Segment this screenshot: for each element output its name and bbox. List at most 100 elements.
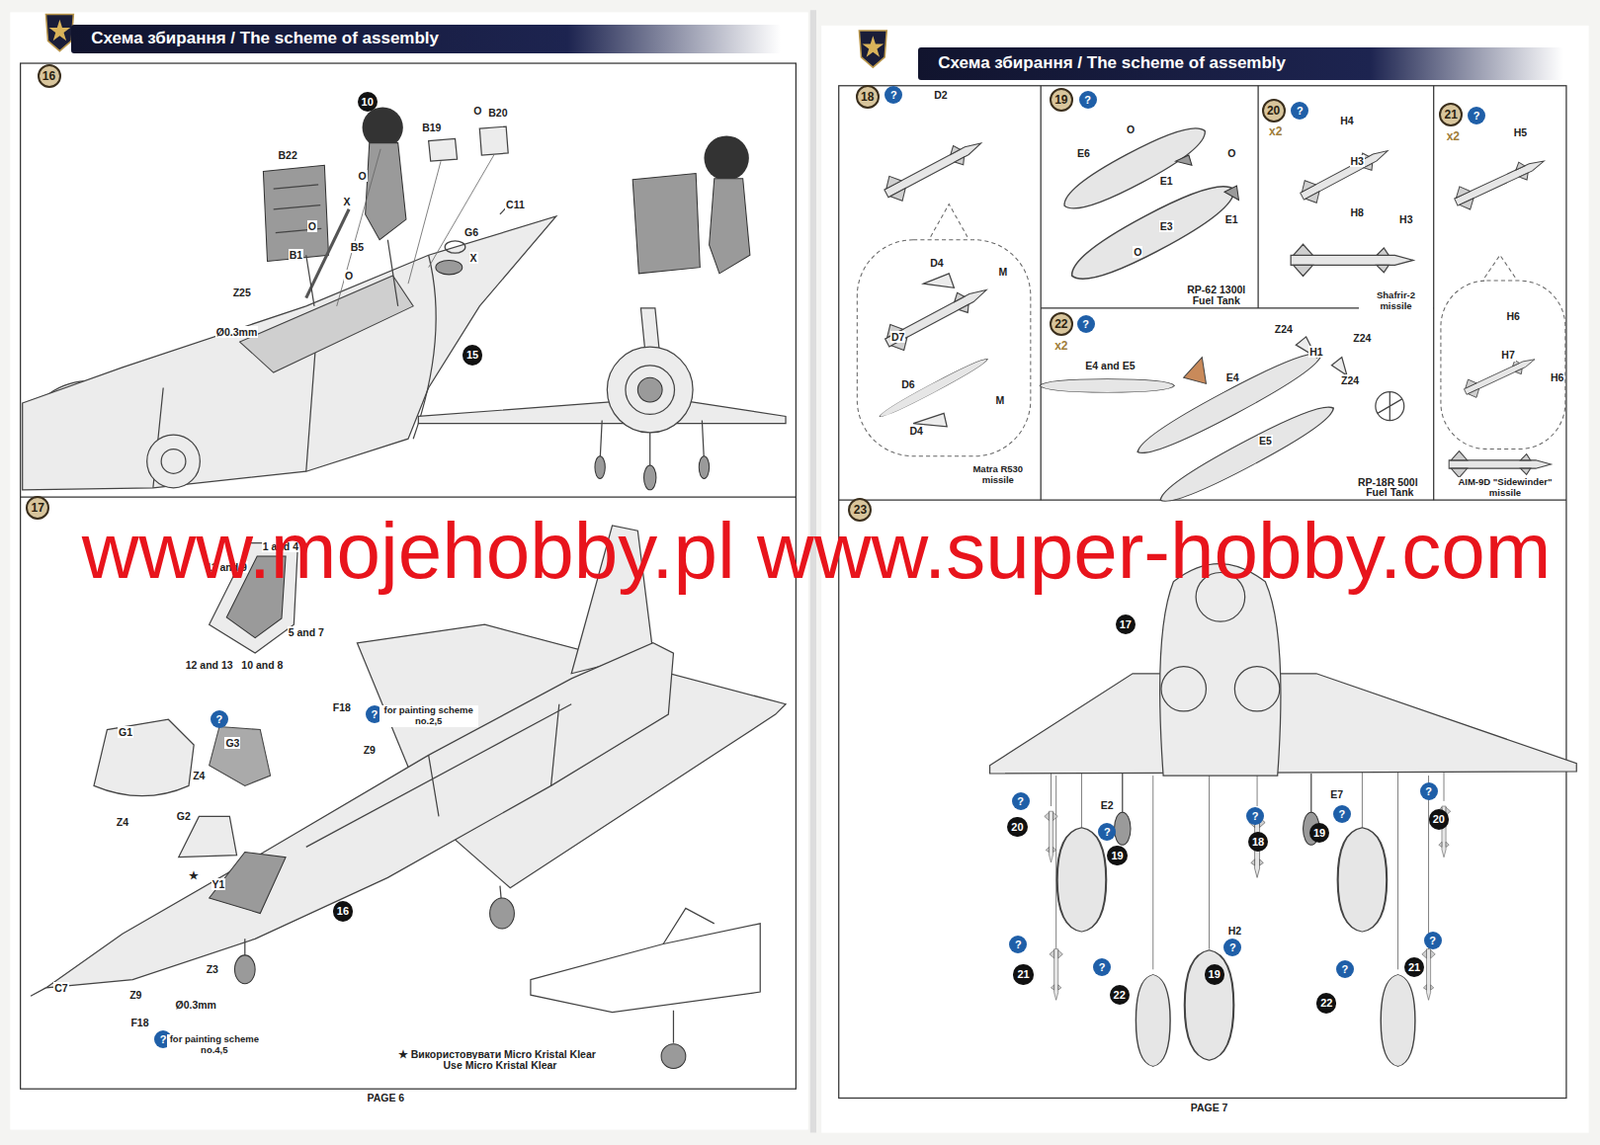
- stores-detail: [879, 131, 988, 207]
- part-label: O: [356, 169, 367, 182]
- part-label: F18: [129, 1016, 150, 1029]
- part-label: E5: [1258, 434, 1273, 447]
- page-header: Схема збирання / The scheme of assembly: [71, 24, 781, 54]
- callout-number: 22: [1109, 985, 1130, 1006]
- aircraft-side: [661, 1044, 686, 1070]
- quantity-mark: x2: [1445, 130, 1461, 145]
- part-label: E4: [1225, 371, 1241, 384]
- stores-detail: [1377, 392, 1403, 422]
- front-view: [418, 308, 786, 491]
- part-label: ★: [187, 869, 200, 882]
- cockpit-section: [444, 241, 466, 253]
- callout-number-text: 21: [1408, 961, 1421, 974]
- aircraft-front-stores: [990, 564, 1578, 1068]
- part-label: PAGE 7: [1189, 1101, 1230, 1114]
- step-number: 19: [1049, 87, 1074, 112]
- callout-number-text: 21: [1016, 968, 1029, 981]
- cockpit-section: [240, 275, 415, 373]
- front-view: [640, 308, 660, 349]
- callout-number-text: 18: [1252, 836, 1264, 848]
- part-label: D6: [900, 378, 916, 391]
- part-label: B5: [349, 241, 365, 253]
- aircraft-front-stores: [1161, 667, 1206, 712]
- part-label: D4: [928, 256, 944, 269]
- part-label: D4: [908, 424, 924, 437]
- page-frame: [1257, 85, 1259, 309]
- part-label: O: [472, 104, 483, 117]
- quantity-mark: x2: [1053, 339, 1069, 354]
- cockpit-section: [362, 106, 404, 148]
- aircraft-front-stores: [1160, 564, 1281, 776]
- aircraft-front-stores: [1049, 949, 1063, 1002]
- part-label: X: [342, 195, 352, 208]
- aircraft-side: [30, 525, 786, 1070]
- stores-detail: [856, 116, 1566, 511]
- part-label: B20: [487, 106, 508, 119]
- part-label: Y1: [211, 878, 227, 891]
- stores-detail: [1154, 397, 1340, 511]
- cockpit-section: [336, 149, 495, 307]
- aircraft-side: [663, 908, 715, 1043]
- part-label: D7: [890, 331, 906, 343]
- part-label: Z9: [128, 989, 143, 1002]
- help-marker-text: ?: [1429, 934, 1436, 947]
- part-label: B22: [277, 149, 299, 162]
- aircraft-side: [209, 852, 286, 915]
- part-label: M: [998, 265, 1010, 278]
- callout-number-text: 10: [361, 95, 374, 108]
- stores-detail: [1296, 139, 1395, 208]
- cockpit-section: [709, 178, 751, 274]
- part-label: H6: [1549, 371, 1565, 384]
- stores-detail: [856, 240, 1031, 457]
- stores-detail: [1183, 357, 1207, 385]
- callout-number: 19: [1106, 845, 1127, 866]
- front-view: [644, 465, 657, 491]
- stores-detail: [923, 273, 954, 288]
- stores-detail: [1448, 451, 1551, 479]
- part-label: X: [469, 252, 479, 264]
- paper: [9, 9, 1589, 1133]
- cockpit-section: [161, 449, 186, 475]
- part-label: Z24: [1351, 332, 1372, 344]
- help-marker-text: ?: [1014, 938, 1022, 951]
- cockpit-section: [262, 165, 329, 261]
- front-view: [599, 421, 704, 473]
- part-label: H7: [1500, 348, 1516, 361]
- part-label: Fuel Tank: [1364, 486, 1415, 499]
- help-marker-text: ?: [1082, 318, 1090, 331]
- step-number: 20: [1262, 98, 1286, 123]
- help-marker: ?: [1333, 805, 1351, 824]
- aircraft-side: [530, 924, 760, 1013]
- help-marker-text: ?: [1425, 785, 1432, 798]
- part-label: Z25: [232, 286, 253, 299]
- part-label: G2: [175, 810, 192, 823]
- callout-number: 16: [333, 901, 353, 922]
- part-label: Z4: [191, 769, 206, 782]
- stores-detail: [1175, 155, 1239, 200]
- callout-number: 19: [1204, 964, 1225, 985]
- part-label: G6: [463, 226, 480, 239]
- help-marker-text: ?: [1338, 808, 1346, 821]
- part-label: ★ Використовувати Micro Kristal Klear: [397, 1048, 597, 1061]
- part-label: B1: [288, 249, 304, 261]
- logo: [861, 35, 884, 58]
- part-label: O: [1226, 147, 1237, 160]
- part-label: H4: [1339, 114, 1354, 127]
- part-label: H3: [1349, 155, 1365, 168]
- cockpit-section: [387, 240, 398, 307]
- page-frame: [839, 85, 1567, 1099]
- cockpit-section: [273, 184, 323, 234]
- cockpit-section: [22, 106, 751, 490]
- step-number: 22: [1049, 312, 1074, 337]
- part-label: 5 and 7: [287, 626, 326, 639]
- help-marker-text: ?: [1341, 963, 1348, 976]
- part-label: H3: [1398, 213, 1414, 226]
- callout-number-text: 17: [1119, 618, 1132, 631]
- help-marker-text: ?: [1229, 941, 1237, 954]
- help-marker-text: ?: [1252, 810, 1260, 823]
- callout-number-text: 15: [466, 348, 479, 361]
- callout-number-text: 22: [1113, 989, 1126, 1002]
- aircraft-front-stores: [1422, 949, 1435, 1002]
- stores-detail: [1131, 343, 1328, 464]
- part-label: G1: [117, 726, 134, 739]
